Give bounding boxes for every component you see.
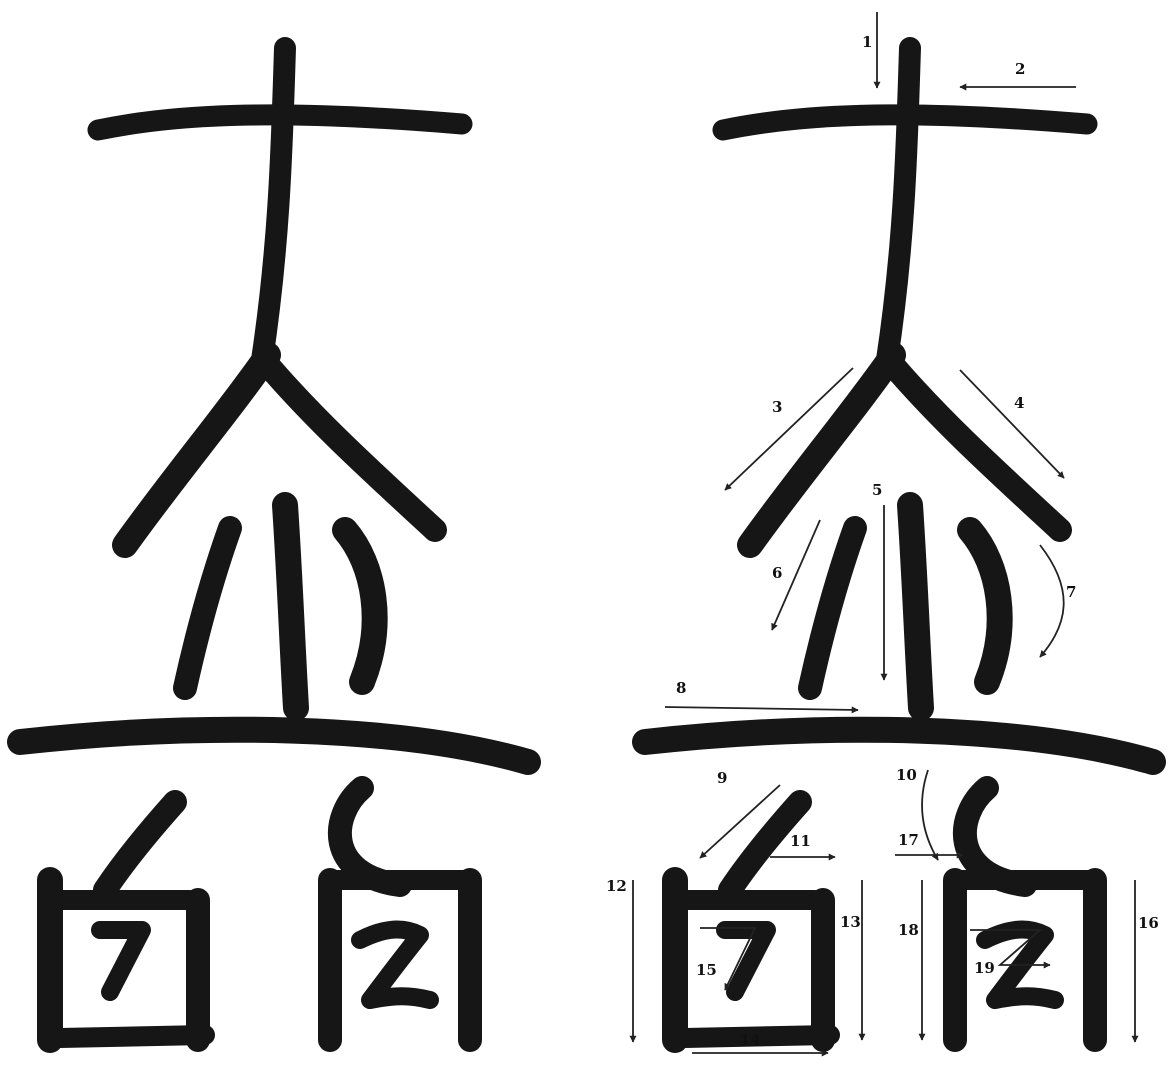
- stroke-arrow-4: [959, 369, 1065, 479]
- stroke-label-6: 6: [772, 564, 782, 582]
- stroke-arrows: [629, 12, 1139, 1057]
- stroke-label-14: 14: [740, 1031, 761, 1049]
- stroke-label-7: 7: [1066, 583, 1076, 601]
- stroke-arrow-7: [1039, 544, 1065, 658]
- stroke-arrow-15: [700, 927, 757, 991]
- stroke-label-18: 18: [898, 921, 919, 939]
- stroke-label-8: 8: [676, 679, 686, 697]
- stroke-label-9: 9: [717, 769, 727, 787]
- stroke-arrow-10: [921, 769, 939, 861]
- stroke-label-4: 4: [1014, 394, 1024, 412]
- stroke-label-3: 3: [772, 398, 782, 416]
- stroke-arrow-9: [699, 784, 781, 859]
- stroke-arrow-8: [664, 706, 859, 714]
- stroke-label-5: 5: [872, 481, 882, 499]
- stroke-arrow-3: [724, 367, 854, 491]
- stroke-label-15: 15: [696, 961, 717, 979]
- stroke-labels: 1 2 3 4 5 6 7 8 9 10 11 12 13 14 15 16 1…: [606, 33, 1159, 1049]
- stroke-label-19: 19: [974, 959, 995, 977]
- symbol-stroke-order: 1 2 3 4 5 6 7 8 9 10 11 12 13 14 15 16 1…: [606, 12, 1159, 1057]
- stroke-label-13: 13: [840, 913, 861, 931]
- stroke-arrow-6: [771, 519, 821, 631]
- stroke-label-11: 11: [790, 832, 811, 850]
- stroke-arrow-19: [970, 929, 1051, 969]
- stroke-label-1: 1: [862, 33, 872, 51]
- stroke-label-12: 12: [606, 877, 627, 895]
- stroke-label-2: 2: [1015, 60, 1025, 78]
- stroke-label-17: 17: [898, 831, 919, 849]
- stroke-label-10: 10: [896, 766, 917, 784]
- stroke-label-16: 16: [1138, 914, 1159, 932]
